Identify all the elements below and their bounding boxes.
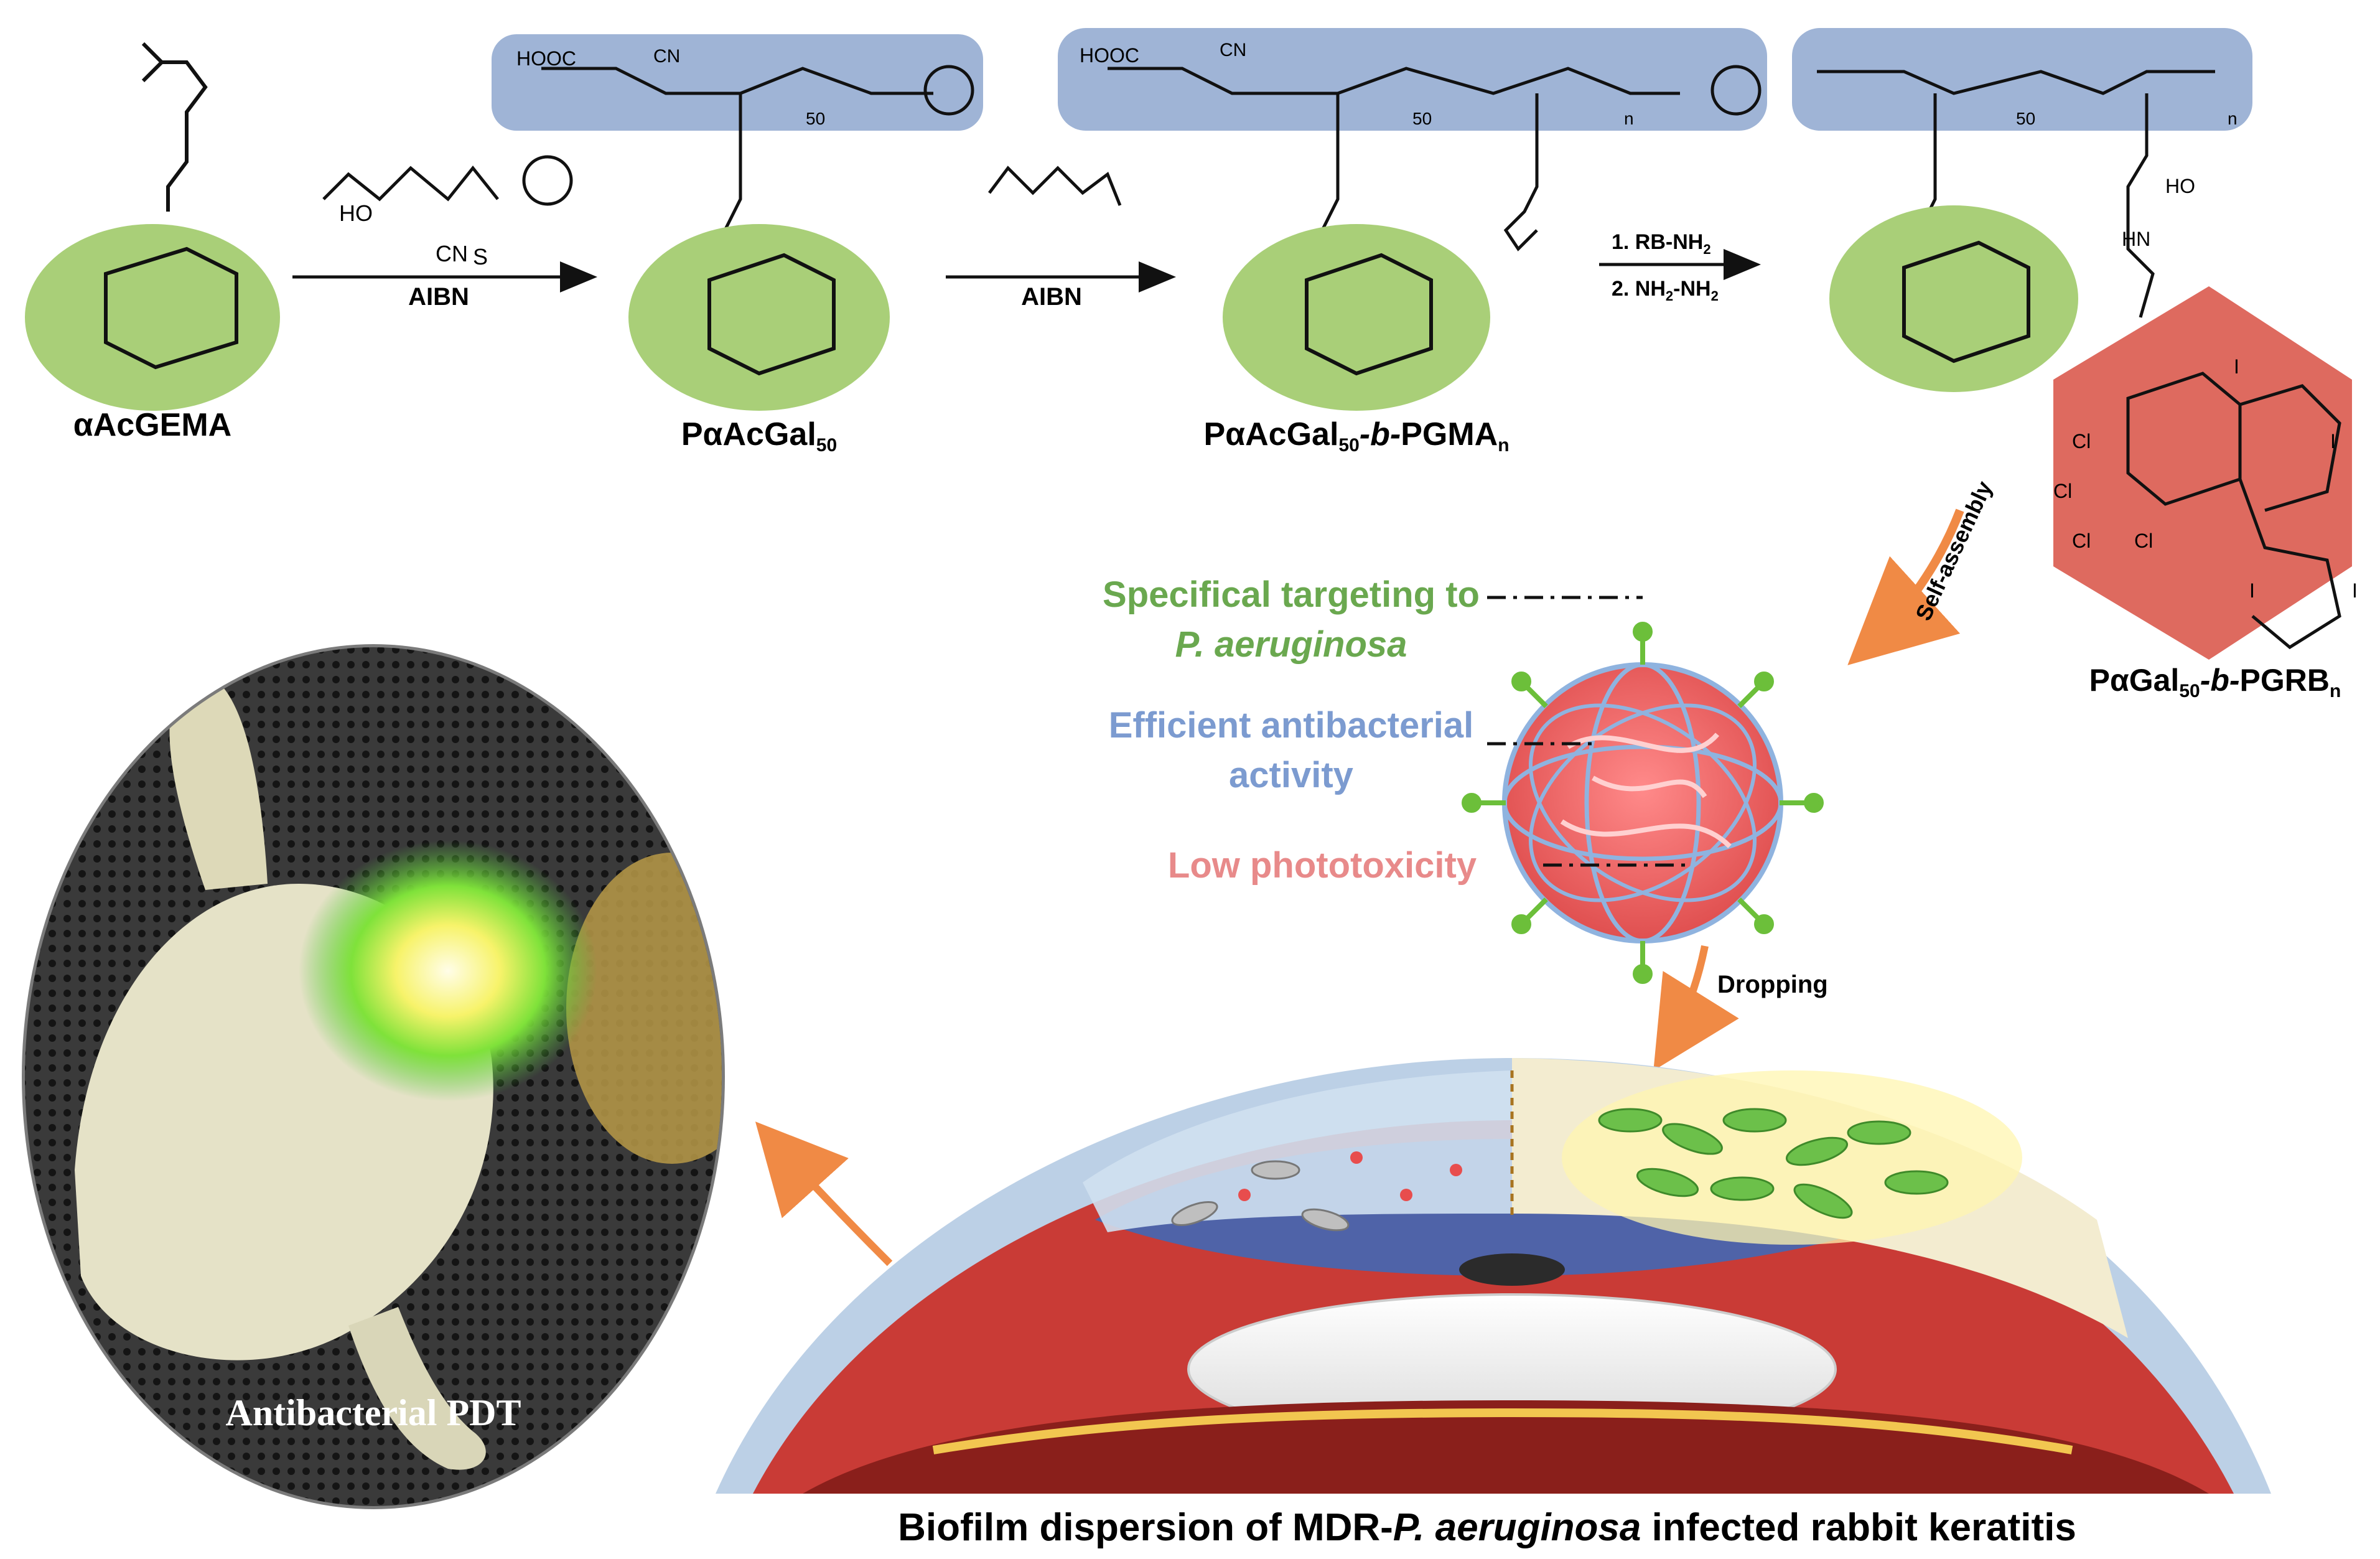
cta-ho: HO xyxy=(339,200,373,226)
polymer1-label-sub: 50 xyxy=(816,435,837,456)
polymer2-label-main: PαAcGal xyxy=(1203,416,1338,452)
step-2-sub-a: 2 xyxy=(1666,288,1673,304)
dropping-arrow xyxy=(1653,945,1739,1071)
polymer2-green-ellipse xyxy=(1223,224,1490,411)
monomer-sugar-ring xyxy=(104,246,238,370)
step-2-text-b: -NH xyxy=(1673,277,1710,301)
pdt-arrow xyxy=(755,1121,893,1266)
polymer2-cn: CN xyxy=(1220,40,1246,60)
reagent-aibn-2: AIBN xyxy=(1021,283,1082,311)
polymer3-n: n xyxy=(2228,109,2238,128)
polymer3-label-sub2: n xyxy=(2330,681,2341,701)
polymer1-fifty: 50 xyxy=(806,109,825,128)
polymer2-label-sub1: 50 xyxy=(1338,435,1359,456)
polymer1-hooc: HOOC xyxy=(516,47,576,70)
monomer-backbone xyxy=(141,42,208,212)
rose-bengal-hexagon xyxy=(2053,286,2352,660)
polymer3-green-ellipse xyxy=(1829,205,2078,392)
polymer2-hooc: HOOC xyxy=(1080,44,1139,67)
micelle-core xyxy=(1506,666,1780,940)
property-antibacterial-line1: Efficient antibacterial xyxy=(1109,705,1474,746)
polymer1-green-ellipse xyxy=(628,224,890,411)
rb-i-2: I xyxy=(2330,430,2336,452)
polymer2-n: n xyxy=(1624,109,1634,128)
eye-illustration xyxy=(716,1058,2271,1494)
self-assembly-arrow xyxy=(1847,508,1964,665)
polymer3-blue-backbone xyxy=(1792,28,2252,131)
polymer3-structure xyxy=(1792,28,2352,660)
monomer-structure xyxy=(25,42,280,411)
polymer3-label-sub1: 50 xyxy=(2179,681,2200,701)
micelle xyxy=(1462,622,1824,984)
rb-i-3: I xyxy=(2249,579,2255,602)
cta-s: S xyxy=(473,244,488,269)
cta-cn: CN xyxy=(436,241,468,266)
rb-i-4: I xyxy=(2352,579,2358,602)
fluorescent-glow xyxy=(299,840,597,1102)
polymer2-structure xyxy=(1058,28,1767,411)
property-targeting-line1: Specifical targeting to xyxy=(1103,574,1480,615)
rabbit-photo: Antibacterial PDT xyxy=(22,644,725,1509)
polymer3-label: PαGal50-b-PGRBn xyxy=(2089,663,2341,701)
rabbit-leg xyxy=(348,1307,486,1470)
polymer1-label: PαAcGal50 xyxy=(681,416,837,456)
polymer3-label-main: PαGal xyxy=(2089,663,2180,698)
polymer3-fifty: 50 xyxy=(2016,109,2035,128)
polymer2-label-pg: PGMA xyxy=(1401,416,1498,452)
bottom-caption: Biofilm dispersion of MDR-P. aeruginosa … xyxy=(898,1506,2076,1549)
polymer3-ho: HO xyxy=(2165,175,2195,197)
step-2: 2. NH2-NH2 xyxy=(1612,277,1719,304)
polymer3-label-b: -b- xyxy=(2200,663,2240,698)
polymer2-label: PαAcGal50-b-PGMAn xyxy=(1203,416,1509,456)
step-2-sub-b: 2 xyxy=(1711,288,1719,304)
property-phototoxicity: Low phototoxicity xyxy=(1168,845,1477,886)
bottom-caption-part2: infected rabbit keratitis xyxy=(1641,1506,2076,1549)
monomer-green-ellipse xyxy=(25,224,280,411)
dropping-label: Dropping xyxy=(1717,971,1828,998)
monomer-label: αAcGEMA xyxy=(73,407,231,443)
polymer1-blue-backbone xyxy=(492,34,983,131)
property-targeting-line2: P. aeruginosa xyxy=(1175,624,1407,665)
step-2-text-a: 2. NH xyxy=(1612,277,1666,301)
bottom-caption-part1: Biofilm dispersion of MDR- xyxy=(898,1506,1393,1549)
property-antibacterial-line2: activity xyxy=(1229,755,1353,795)
polymer2-fifty: 50 xyxy=(1412,109,1432,128)
cta-benzene xyxy=(522,155,573,206)
pupil xyxy=(1459,1253,1565,1286)
polymer2-label-b: -b- xyxy=(1360,416,1401,452)
rb-cl-1: Cl xyxy=(2072,430,2091,452)
light-source xyxy=(566,853,722,1164)
reaction-arrow-1 xyxy=(292,155,597,293)
reagent-aibn-1: AIBN xyxy=(408,283,469,311)
polymer1-cn: CN xyxy=(653,46,680,67)
bottom-caption-italic: P. aeruginosa xyxy=(1393,1506,1641,1549)
retina-line xyxy=(932,1408,2073,1454)
gma-structure xyxy=(988,166,1122,206)
polymer3-label-pg: PGRB xyxy=(2240,663,2330,698)
polymer2-label-sub2: n xyxy=(1498,435,1509,456)
reaction-arrow-2 xyxy=(946,166,1176,293)
polymer1-label-main: PαAcGal xyxy=(681,416,816,452)
step-1: 1. RB-NH2 xyxy=(1612,230,1711,257)
photo-caption: Antibacterial PDT xyxy=(226,1392,521,1433)
step-1-text: 1. RB-NH xyxy=(1612,230,1703,254)
cta-structure xyxy=(322,165,499,202)
rb-cl-4: Cl xyxy=(2134,530,2153,552)
step-1-sub: 2 xyxy=(1703,241,1710,257)
rabbit-ear xyxy=(169,672,268,890)
rb-cl-3: Cl xyxy=(2072,530,2091,552)
self-assembly-label: Self-assembly xyxy=(1910,477,1997,625)
polymer3-hn: HN xyxy=(2122,228,2150,250)
rb-i-1: I xyxy=(2234,355,2239,378)
polymer2-blue-backbone xyxy=(1058,28,1767,131)
rb-cl-2: Cl xyxy=(2053,480,2072,502)
epoxide xyxy=(1503,93,1539,251)
polymer1-structure xyxy=(492,34,983,411)
